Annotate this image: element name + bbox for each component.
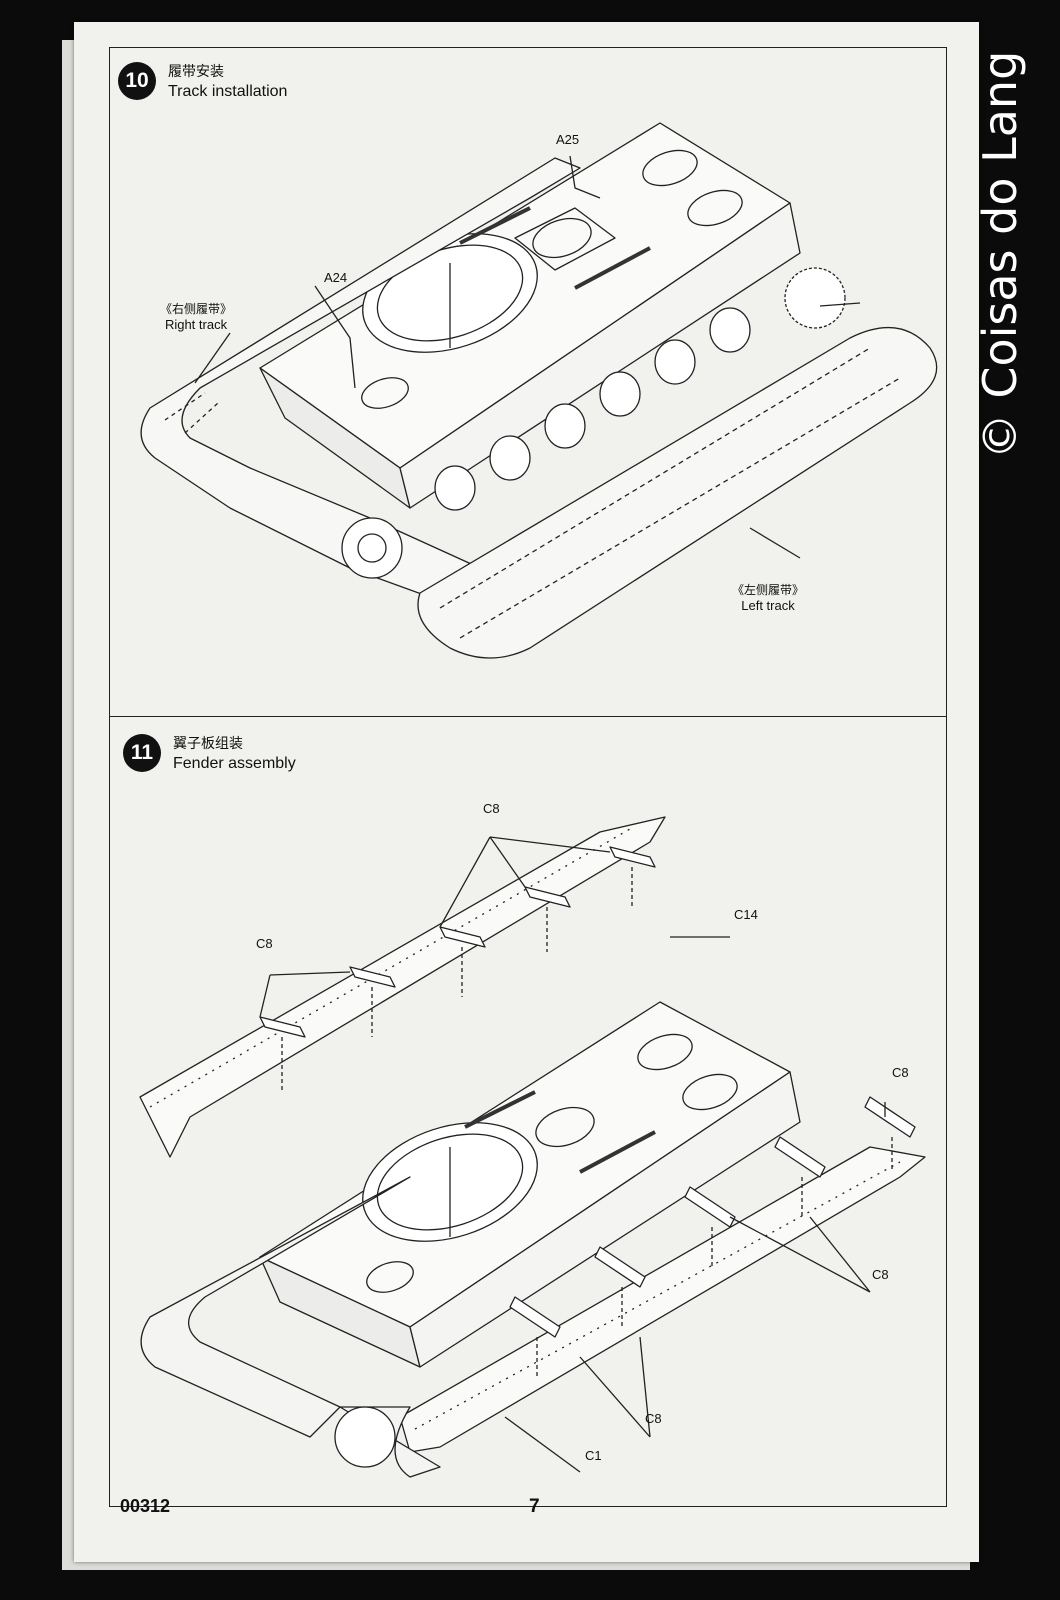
page-frame: 10 履带安装 Track installation — [109, 47, 947, 1507]
left-track-leader — [749, 527, 801, 559]
step-11-title-zh: 翼子板组装 — [173, 736, 243, 752]
right-track-en: Right track — [164, 317, 228, 332]
road-wheel-2 — [489, 435, 531, 481]
step-11-title-en: Fender assembly — [173, 755, 296, 772]
left-track-en: Left track — [741, 598, 795, 613]
fender-assembly-illustration — [139, 816, 926, 1478]
c8-right-lower-leaders — [729, 1216, 871, 1293]
road-wheel-6 — [709, 307, 751, 353]
right-track-leader — [194, 332, 231, 384]
right-track-2 — [140, 1176, 411, 1438]
product-code: 00312 — [120, 1496, 171, 1516]
callout-a24: A24 — [324, 270, 348, 285]
callout-a25: A25 — [556, 132, 580, 147]
engine-grille — [514, 207, 616, 271]
c8-bracket-7 — [774, 1136, 826, 1178]
c8-bracket-5 — [259, 1016, 306, 1038]
callout-right-track: 《右侧履带》 Right track — [160, 301, 232, 333]
hatch-c — [361, 377, 409, 409]
callout-left-track: 《左侧履带》 Left track — [732, 582, 804, 614]
road-wheel-4 — [599, 371, 641, 417]
c8-left-leaders — [259, 971, 351, 1018]
left-track — [417, 326, 938, 659]
instruction-page: 10 履带安装 Track installation — [74, 22, 979, 1562]
step-divider — [110, 716, 946, 717]
callout-c8-left: C8 — [256, 936, 273, 951]
page-number: 7 — [529, 1496, 540, 1517]
callout-c8-right: C8 — [892, 1065, 909, 1080]
step-10-title-en: Track installation — [168, 83, 288, 100]
callout-c8-top: C8 — [483, 801, 500, 816]
c8-bracket-6 — [864, 1096, 916, 1138]
callout-c8-bottom: C8 — [645, 1411, 662, 1426]
a24-leader — [314, 285, 356, 389]
watermark: © Coisas do Lang — [970, 20, 1030, 490]
left-track-zh: 《左侧履带》 — [732, 583, 805, 597]
step-11-header: 11 翼子板组装 Fender assembly — [123, 734, 296, 774]
step-10-header: 10 履带安装 Track installation — [118, 62, 287, 102]
c8-top-leaders — [439, 836, 611, 928]
right-track — [140, 157, 581, 609]
c8-bracket-3 — [439, 926, 486, 948]
c1-leader — [504, 1416, 581, 1473]
hatch-a — [642, 149, 698, 187]
hatch-b — [687, 189, 743, 227]
a25-leader — [569, 155, 601, 199]
callout-c8-right-lower: C8 — [872, 1267, 889, 1282]
road-wheel-5 — [654, 339, 696, 385]
step-11-number: 11 — [123, 734, 161, 772]
step-10-number: 10 — [118, 62, 156, 100]
right-fender — [139, 816, 666, 1158]
c8-bracket-10 — [509, 1296, 561, 1338]
drive-sprocket — [784, 267, 846, 329]
track-installation-illustration — [140, 122, 938, 659]
watermark-text: © Coisas do Lang — [973, 50, 1027, 460]
c8-bracket-2 — [524, 886, 571, 908]
c8-bracket-9 — [594, 1246, 646, 1288]
callout-c14: C14 — [734, 907, 758, 922]
road-wheel-1 — [434, 465, 476, 511]
c8-bracket-8 — [684, 1186, 736, 1228]
road-wheel-3 — [544, 403, 586, 449]
idler-wheel — [341, 517, 403, 579]
c8-bottom-leaders — [579, 1336, 651, 1438]
c8-bracket-1 — [609, 846, 656, 868]
idler-wheel-2 — [334, 1406, 396, 1468]
hull-side — [399, 202, 801, 509]
callout-c1: C1 — [585, 1448, 602, 1463]
c8-bracket-4 — [349, 966, 396, 988]
right-track-zh: 《右侧履带》 — [160, 302, 233, 316]
step-10-title-zh: 履带安装 — [168, 64, 224, 80]
